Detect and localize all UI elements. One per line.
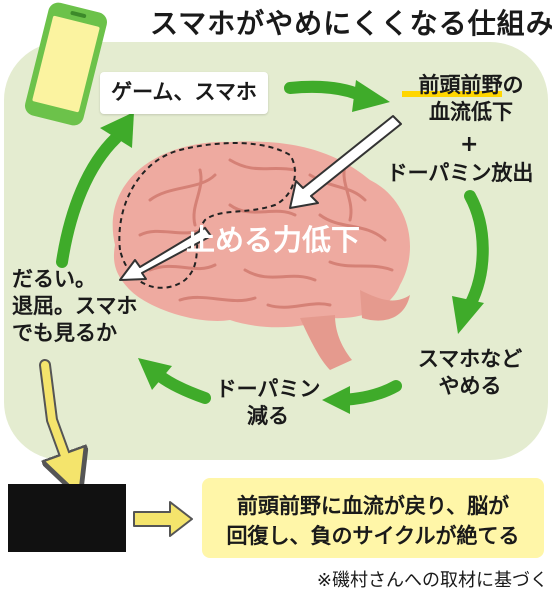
cycle-arrows (56, 80, 489, 414)
page-title: スマホがやめにくくなる仕組み (150, 7, 552, 40)
blood-flow-down-line-1: 前頭前野の (418, 73, 524, 97)
blood-flow-highlight (402, 91, 502, 97)
tired-bored-line-3: でも見るか (12, 321, 117, 345)
source-note: ※磯村さんへの取材に基づく (316, 570, 548, 591)
tired-bored-line-1: だるい。 (12, 267, 96, 291)
result-line-2: 回復し、負のサイクルが絶てる (226, 524, 520, 548)
cycle-arrowhead-top (352, 80, 390, 112)
quit-smartphone-label: スマホなど やめる (400, 346, 540, 400)
smartphone-icon (24, 2, 108, 126)
dopamine-decrease-line-1: ドーパミン (215, 377, 321, 401)
brain-illustration (112, 141, 411, 370)
game-smartphone-box (100, 72, 268, 114)
game-smartphone-label: ゲーム、スマホ (111, 80, 257, 104)
dopamine-decrease-line-2: 減る (247, 404, 289, 428)
tired-bored-line-2: 退屈。スマホ (12, 294, 138, 318)
black-image-placeholder (8, 484, 126, 552)
tired-bored-label: だるい。 退屈。スマホ でも見るか (12, 266, 162, 347)
dopamine-release-label: ドーパミン放出 (386, 161, 534, 185)
prefrontal-cortex-outline (118, 142, 296, 289)
cycle-arrowhead-right (452, 296, 484, 334)
blood-flow-pointer-arrow (289, 115, 402, 209)
inhibition-pointer-arrow (119, 227, 212, 281)
result-arrow-right (133, 501, 193, 537)
brain-label: 止める力低下 (185, 223, 360, 257)
cycle-arrowhead-left (100, 112, 134, 148)
cycle-arrowhead-bottom-right (322, 386, 350, 414)
cycle-arrowhead-bottom-left (138, 358, 172, 390)
dopamine-decrease-label: ドーパミン 減る (206, 376, 330, 430)
quit-smartphone-line-1: スマホなど (417, 347, 523, 371)
result-line-1: 前頭前野に血流が戻り、脳が (236, 494, 510, 518)
result-box (202, 478, 544, 558)
blood-flow-down-line-2: 血流低下 (429, 100, 513, 124)
blood-flow-down-label: 前頭前野の 血流低下 (392, 72, 550, 126)
quit-smartphone-line-2: やめる (438, 374, 502, 398)
plus-sign: + (460, 132, 479, 157)
